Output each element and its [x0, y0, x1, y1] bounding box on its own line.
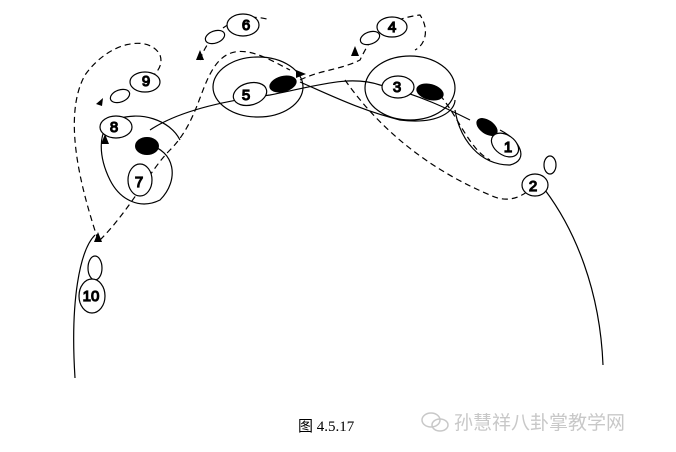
svg-text:3: 3 — [393, 79, 401, 96]
circle-path-left — [73, 234, 96, 379]
footprint-9: 9 — [109, 71, 161, 104]
watermark: 孙慧祥八卦掌教学网 — [420, 408, 625, 435]
footprint-filled — [135, 137, 159, 155]
footprint-2: 2 — [521, 155, 557, 197]
arrow-icon — [94, 232, 102, 242]
footprint-10: 10 — [78, 255, 106, 314]
wechat-icon — [421, 411, 449, 432]
footprint-filled — [269, 75, 297, 93]
footprint-5: 5 — [232, 81, 268, 107]
arrows — [94, 46, 359, 242]
arrow-icon — [296, 70, 306, 78]
footprint-8: 8 — [99, 115, 133, 139]
arrow-icon — [196, 50, 204, 60]
footprint-filled — [476, 118, 498, 136]
svg-text:10: 10 — [83, 288, 100, 305]
svg-text:7: 7 — [135, 174, 143, 191]
dashed-paths — [73, 14, 536, 241]
figure-caption: 图 4.5.17 — [298, 419, 355, 435]
svg-text:9: 9 — [142, 73, 150, 90]
weighted-footprints — [135, 75, 498, 155]
svg-text:4: 4 — [388, 19, 396, 36]
footprint-1: 1 — [490, 132, 520, 158]
svg-text:6: 6 — [242, 17, 250, 34]
solid-paths — [100, 55, 522, 205]
footprint-4: 4 — [359, 16, 408, 46]
svg-text:8: 8 — [110, 119, 118, 136]
arrow-icon — [96, 98, 103, 106]
svg-text:1: 1 — [504, 139, 512, 156]
footprint-3: 3 — [381, 75, 415, 99]
watermark-text: 孙慧祥八卦掌教学网 — [454, 412, 626, 434]
svg-text:2: 2 — [529, 178, 537, 195]
footprint-6: 6 — [204, 13, 260, 45]
footprint-7: 7 — [127, 163, 153, 197]
footprint-filled — [416, 83, 444, 101]
arrow-icon — [351, 46, 359, 56]
circle-path-right — [544, 189, 604, 366]
svg-text:5: 5 — [242, 87, 250, 104]
arrow-icon — [101, 134, 109, 144]
